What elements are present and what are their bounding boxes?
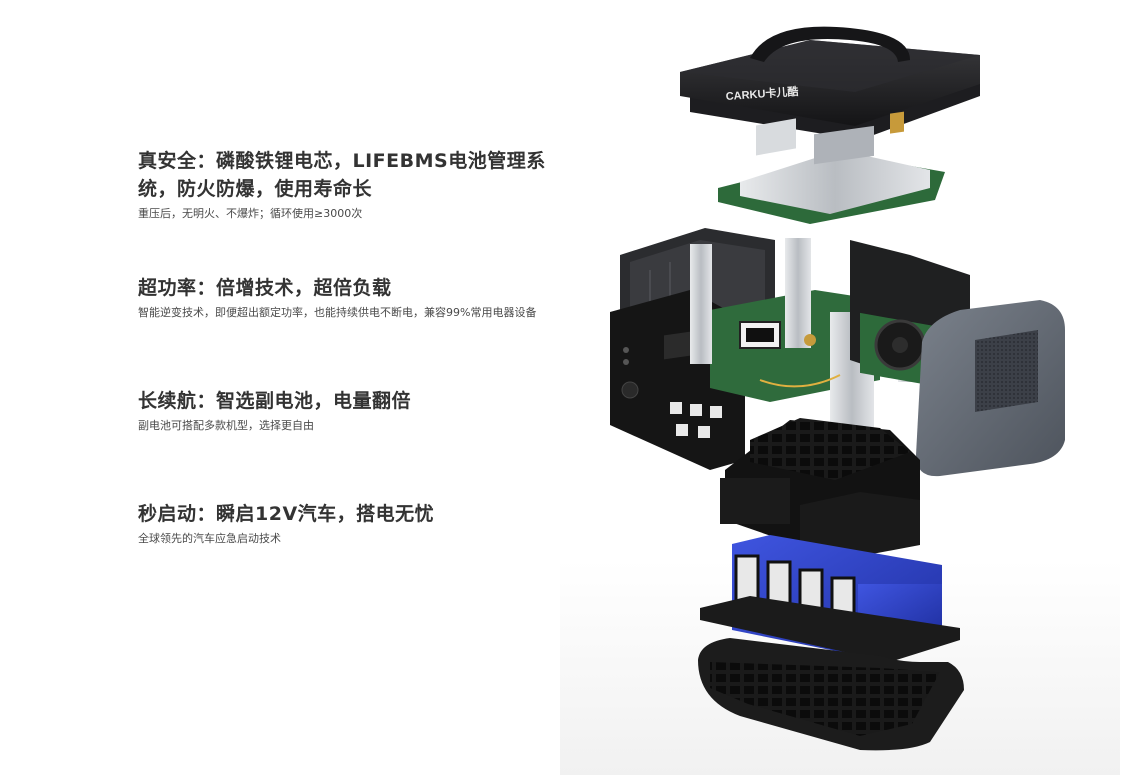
feature-title: 秒启动：瞬启12V汽车，搭电无忧: [138, 503, 435, 525]
feature-title: 真安全：磷酸铁锂电芯，LIFEBMS电池管理系统，防火防爆，使用寿命长: [138, 150, 546, 200]
top-pcb-board: [718, 111, 945, 224]
exploded-product-view: CARKU卡儿酷: [560, 0, 1120, 775]
bottom-tray: [698, 638, 964, 751]
exploded-power-station-illustration: CARKU卡儿酷: [560, 26, 1120, 775]
feature-endurance: 长续航：智选副电池，电量翻倍 副电池可搭配多款机型，选择更自由: [138, 387, 608, 434]
feature-quickstart: 秒启动：瞬启12V汽车，搭电无忧 全球领先的汽车应急启动技术: [138, 500, 608, 547]
feature-title: 超功率：倍增技术，超倍负载: [138, 277, 392, 299]
feature-description: 重压后，无明火、不爆炸；循环使用≥3000次: [138, 207, 363, 220]
feature-description: 智能逆变技术，即便超出额定功率，也能持续供电不断电，兼容99%常用电器设备: [138, 306, 537, 319]
feature-power: 超功率：倍增技术，超倍负载 智能逆变技术，即便超出额定功率，也能持续供电不断电，…: [138, 274, 608, 321]
right-gray-shell: [916, 300, 1065, 477]
feature-description: 全球领先的汽车应急启动技术: [138, 532, 281, 545]
bottom-plate: [700, 596, 960, 662]
battery-frame: [720, 418, 920, 560]
feature-title: 长续航：智选副电池，电量翻倍: [138, 390, 412, 412]
feature-list: 真安全：磷酸铁锂电芯，LIFEBMS电池管理系统，防火防爆，使用寿命长 重压后，…: [138, 0, 608, 775]
feature-description: 副电池可搭配多款机型，选择更自由: [138, 419, 314, 432]
feature-safety: 真安全：磷酸铁锂电芯，LIFEBMS电池管理系统，防火防爆，使用寿命长 重压后，…: [138, 147, 608, 222]
top-lid: CARKU卡儿酷: [680, 26, 980, 140]
